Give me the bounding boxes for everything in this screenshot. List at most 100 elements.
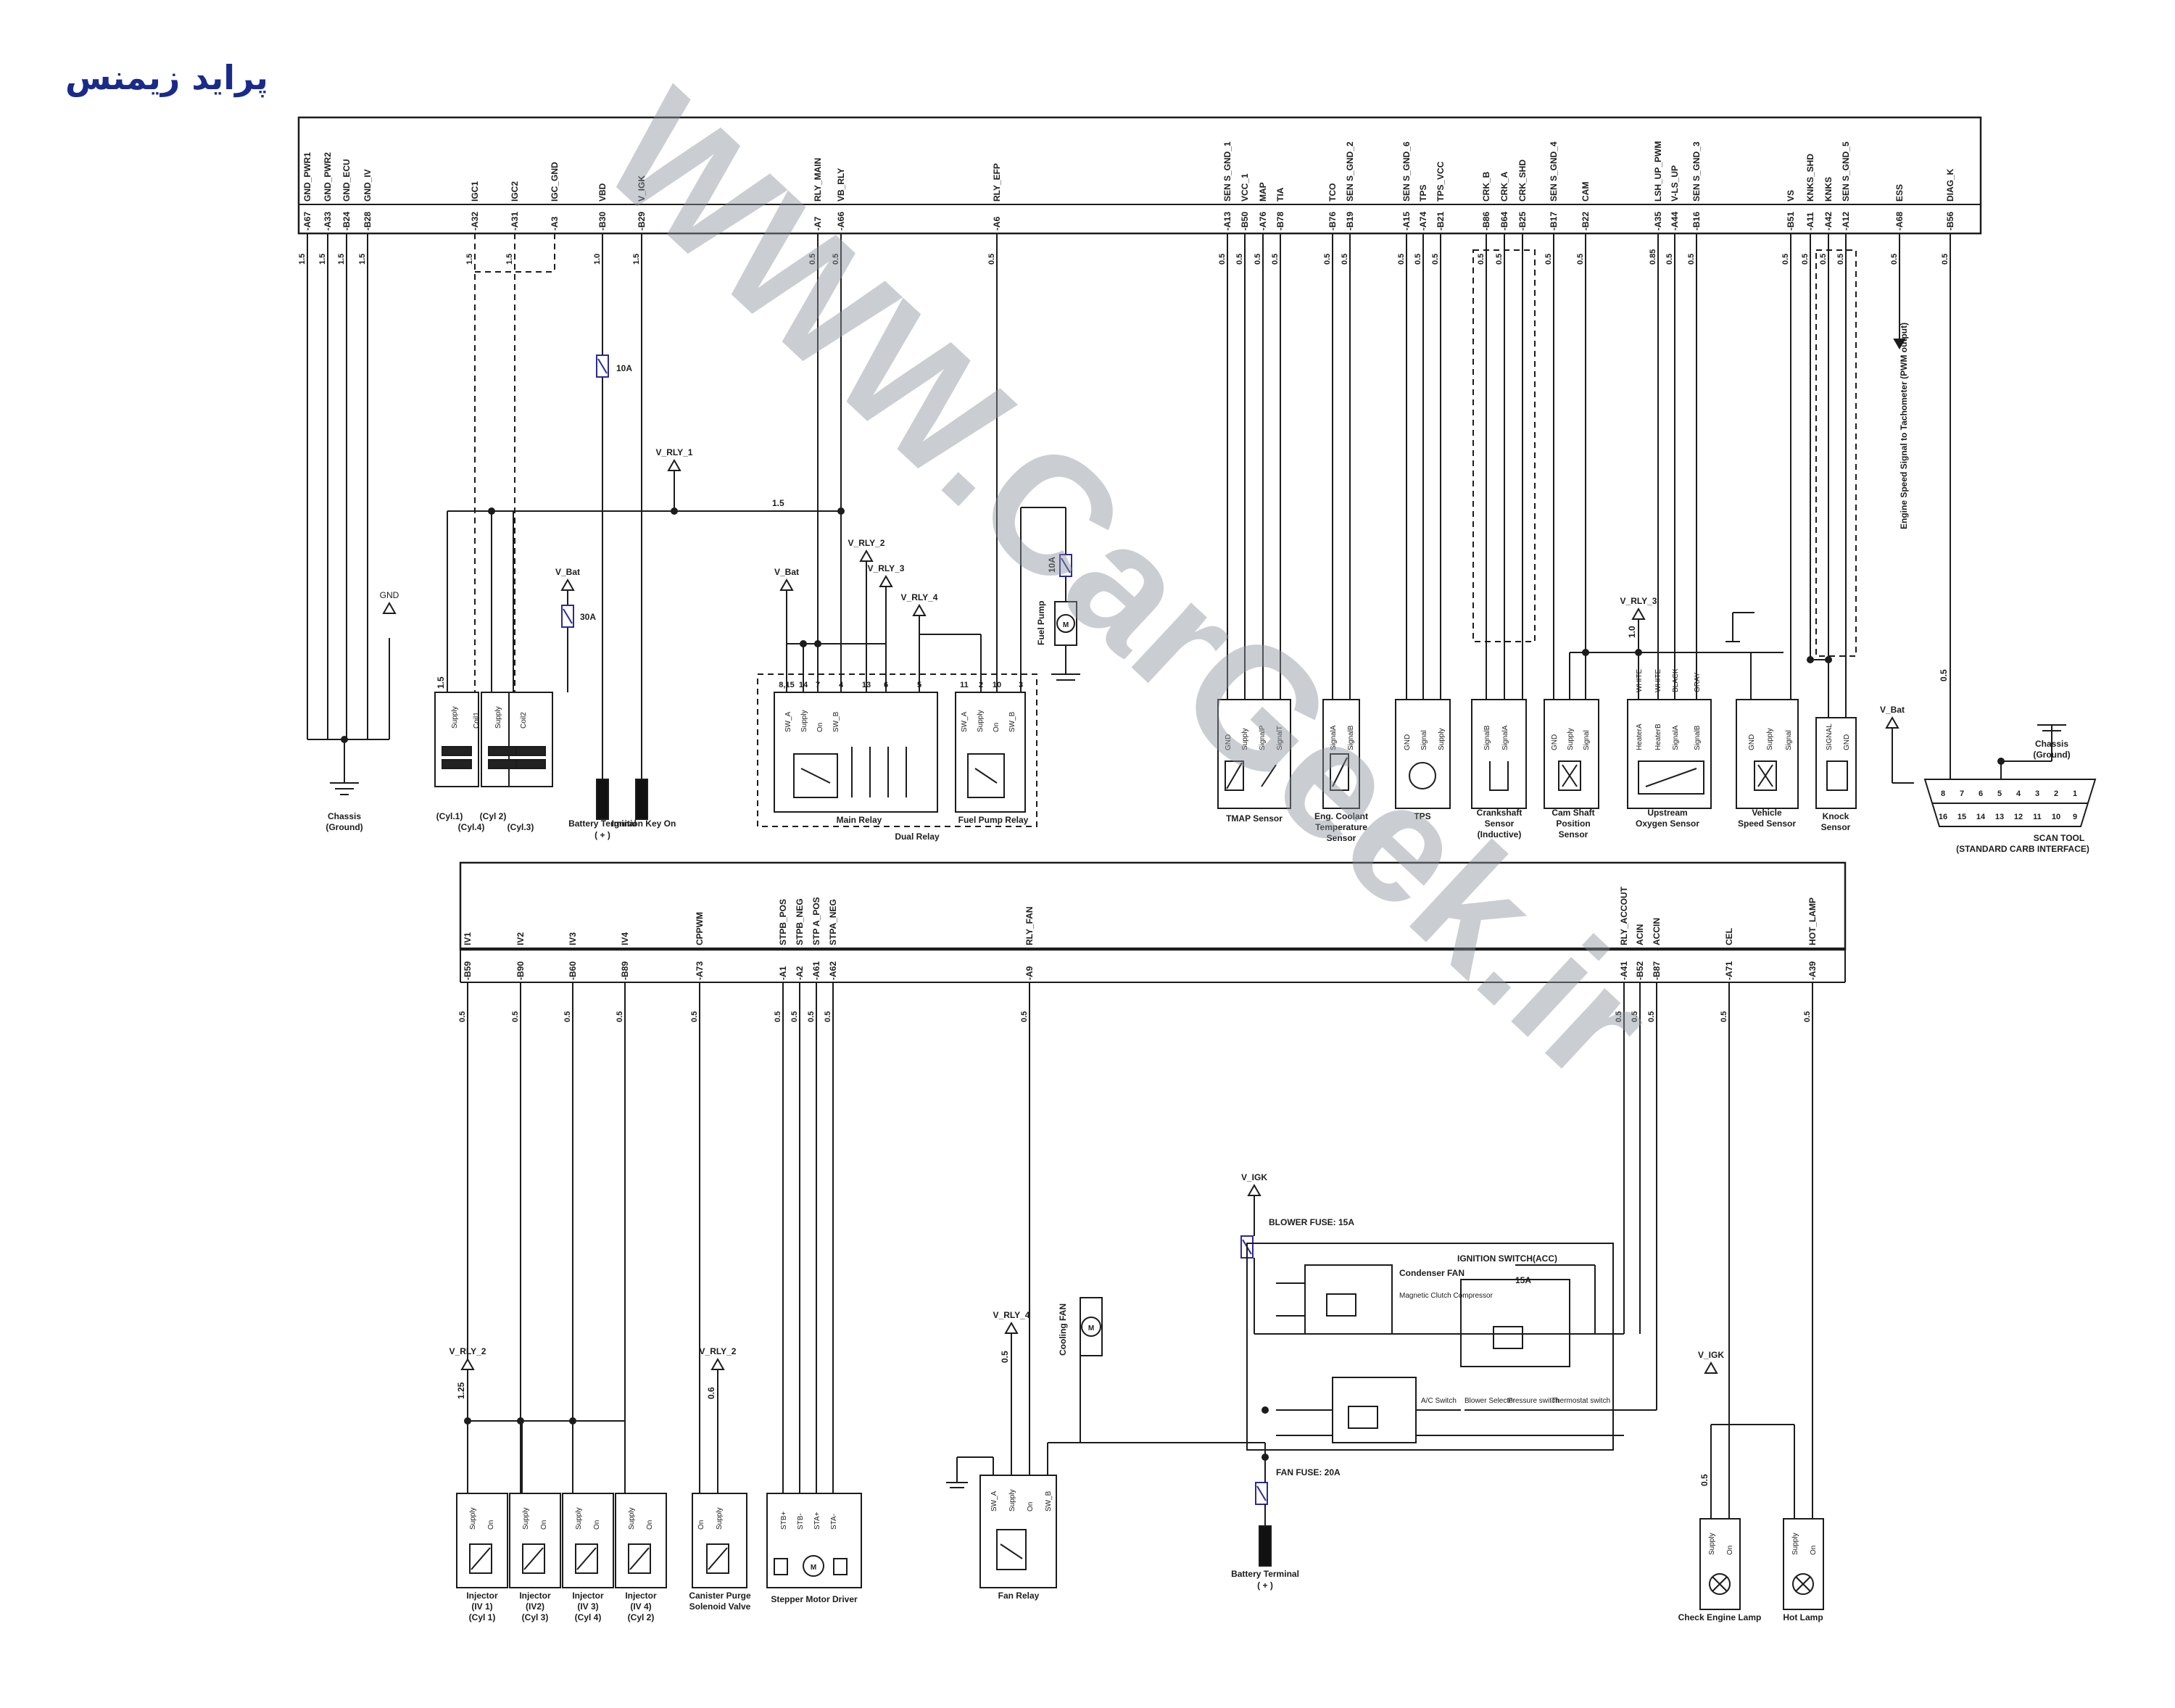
fp-relay-pin: 3 <box>1019 681 1023 689</box>
fan-motor-letter: M <box>1088 1324 1094 1332</box>
bottom-pin-name: IV2 <box>515 932 526 945</box>
top-pin-name: RLY_MAIN <box>813 158 823 202</box>
top-pin-name: LSH_UP_PWM <box>1653 141 1663 202</box>
relay-internals <box>442 601 1848 798</box>
top-pin-number: -A33 <box>323 212 333 231</box>
bottom-pin-gauge: 0.5 <box>824 1011 832 1022</box>
top-pin-name: SEN S_GND_4 <box>1549 141 1559 202</box>
scan-pin-top: 3 <box>2035 789 2039 798</box>
knock-label: Knock <box>1823 811 1849 821</box>
fp-relay-swb: SW_B <box>1008 711 1016 732</box>
top-pin-name: GND_PWR1 <box>302 152 312 202</box>
fan-swa: SW_A <box>990 1491 998 1512</box>
coil2-supply-label: Supply <box>494 706 502 729</box>
top-pin-number: -A76 <box>1258 212 1268 231</box>
tmap-gnd: GND <box>1225 734 1232 750</box>
main-relay-pin: 5 <box>917 681 921 689</box>
top-pin-number: -B29 <box>637 212 647 231</box>
bottom-pin-number: -A61 <box>811 961 821 980</box>
ect-label-3: Sensor <box>1327 833 1356 843</box>
can-supply: Supply <box>716 1507 724 1530</box>
ect-signalb: SignalB <box>1347 725 1355 750</box>
stepper-motor-letter: M <box>811 1564 816 1572</box>
injector-label-4: Injector <box>625 1591 657 1601</box>
crank-signalb: SignalB <box>1483 725 1491 750</box>
v-rly-3-label-o2: V_RLY_3 <box>1620 596 1657 606</box>
gauge-label-15-coil: 1.5 <box>436 676 446 689</box>
main-relay-supply: Supply <box>800 710 808 732</box>
top-pin-name: V-LS_UP <box>1670 165 1680 202</box>
hot-on: On <box>1810 1546 1818 1555</box>
fan-supply: Supply <box>1008 1489 1016 1512</box>
top-pin-number: -A6 <box>992 216 1002 231</box>
v-rly-1-label: V_RLY_1 <box>656 447 693 457</box>
bottom-pin-gauge: 0.5 <box>616 1011 624 1022</box>
top-pin-name: TCO <box>1327 183 1338 202</box>
scan-pin-top: 4 <box>2016 789 2021 798</box>
top-pin-number: -B21 <box>1436 212 1446 231</box>
stb-plus: STB+ <box>780 1512 788 1530</box>
canister-label: Canister Purge <box>689 1591 751 1601</box>
scan-pin-bottom: 11 <box>2033 813 2042 821</box>
top-pin-number: -B28 <box>362 212 373 231</box>
vss-label-2: Speed Sensor <box>1738 818 1796 829</box>
top-pin-number: -B24 <box>341 212 352 231</box>
v-rly-2-label-can: V_RLY_2 <box>700 1346 737 1356</box>
top-pin-gauge: 1.5 <box>505 254 514 265</box>
top-pin-name: CRK_SHD <box>1517 159 1528 202</box>
cam-supply: Supply <box>1567 728 1575 750</box>
top-pin-gauge: 0.5 <box>1941 254 1950 265</box>
vss-gnd: GND <box>1748 734 1756 750</box>
top-pin-number: -A13 <box>1222 212 1232 231</box>
bottom-pin-name: CPPWM <box>695 912 705 945</box>
inj3-on: On <box>593 1520 601 1530</box>
dual-relay-label: Dual Relay <box>895 832 940 842</box>
top-pin-number: -A42 <box>1823 212 1834 231</box>
bottom-pin-group: IV1-B590.5IV2-B900.5IV3-B600.5IV4-B890.5… <box>458 886 1818 1022</box>
battery-terminal-label-2: Battery Terminal <box>1231 1569 1299 1579</box>
scan-tool-label: SCAN TOOL <box>2034 833 2084 843</box>
vss-label: Vehicle <box>1752 808 1782 818</box>
top-pin-name: CRK_B <box>1481 171 1491 202</box>
bottom-pin-number: -A41 <box>1619 961 1629 980</box>
top-pin-name: DIAG_K <box>1945 168 1955 202</box>
injector-label-1: Injector <box>466 1591 498 1601</box>
bottom-internals <box>469 1293 1814 1595</box>
top-pin-gauge: 0.5 <box>1819 254 1828 265</box>
cam-signal: Signal <box>1583 730 1591 750</box>
ground-label-2: (Ground) <box>2033 750 2070 760</box>
v-bat-label-3: V_Bat <box>1880 705 1905 715</box>
top-pin-name: TPS_VCC <box>1436 161 1446 202</box>
bottom-pin-number: -B60 <box>568 961 578 980</box>
main-relay-pin: 4 <box>839 681 844 689</box>
gauge-label-05-lamp: 0.5 <box>1699 1474 1710 1486</box>
scan-pin-top: 2 <box>2054 789 2058 798</box>
top-pin-number: -A3 <box>550 216 560 231</box>
v-rly-4-label-top: V_RLY_4 <box>901 592 938 602</box>
knock-gnd: GND <box>1843 734 1851 750</box>
top-pin-number: -A35 <box>1653 212 1663 231</box>
bottom-pin-name: CEL <box>1724 928 1734 945</box>
top-pin-name: KNKS_SHD <box>1805 154 1815 202</box>
solenoid-label: Solenoid Valve <box>689 1601 751 1612</box>
top-pin-number: -B78 <box>1275 212 1285 231</box>
fan-relay-label: Fan Relay <box>998 1591 1040 1601</box>
tmap-supply: Supply <box>1241 728 1249 750</box>
top-pin-number: -A11 <box>1805 212 1815 231</box>
cyl1-label: (Cyl.1) <box>436 811 463 821</box>
c1-label: (Cyl 1) <box>469 1612 496 1622</box>
ground-wires <box>307 233 390 739</box>
